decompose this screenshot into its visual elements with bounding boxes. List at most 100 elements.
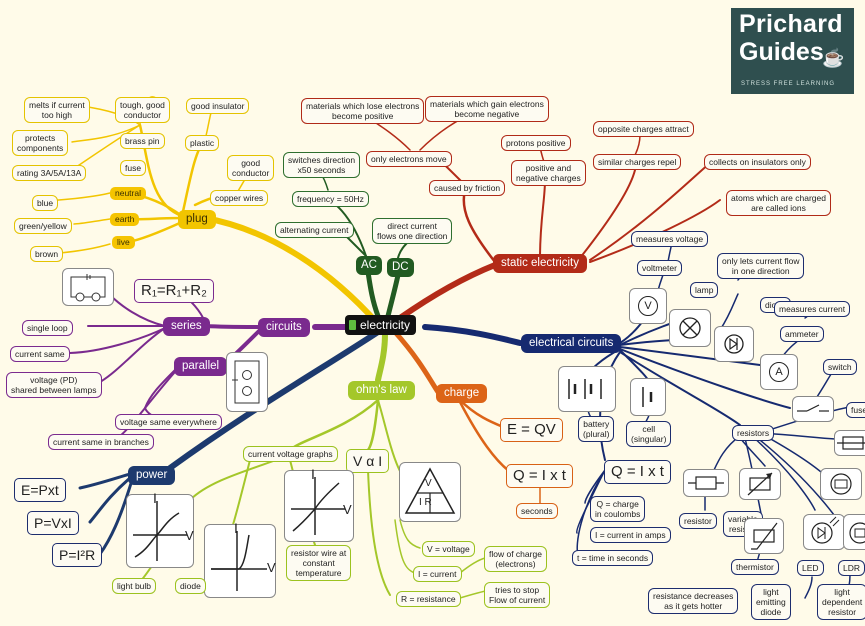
node-brown[interactable]: brown (30, 246, 64, 262)
node-r-resistance[interactable]: R = resistance (396, 591, 461, 607)
node-diode-graph[interactable]: diode (175, 578, 206, 594)
node-resistor-wire[interactable]: resistor wire at constant temperature (286, 545, 352, 581)
node-resistor[interactable]: resistor (679, 513, 717, 529)
node-protects-components[interactable]: protects components (12, 130, 69, 156)
node-ions[interactable]: atoms which are charged are called ions (726, 190, 831, 216)
node-variable-resistor[interactable]: variable resistor (723, 511, 763, 537)
node-ldr[interactable]: LDR (838, 560, 865, 576)
node-lose-electrons[interactable]: materials which lose electrons become po… (301, 98, 425, 124)
branch-static-electricity[interactable]: static electricity (493, 254, 587, 273)
node-gain-electrons[interactable]: materials which gain electrons become ne… (425, 96, 549, 122)
node-fuse-symbol-label[interactable]: fuse (846, 402, 865, 418)
branch-electrical-circuits[interactable]: electrical circuits (521, 334, 622, 353)
series-resistance-formula[interactable]: R₁=R₁+R₂ (134, 279, 214, 303)
tag-live[interactable]: live (112, 236, 135, 249)
node-thermistor[interactable]: thermistor (731, 559, 779, 575)
node-ammeter[interactable]: ammeter (780, 326, 824, 342)
formula-q-ixt-blue[interactable]: Q = I x t (604, 460, 671, 484)
node-only-lets-current[interactable]: only lets current flow in one direction (717, 253, 805, 279)
node-only-electrons-move[interactable]: only electrons move (366, 151, 452, 167)
node-battery[interactable]: battery (plural) (578, 416, 615, 442)
node-opposite-charges[interactable]: opposite charges attract (593, 121, 694, 137)
diode-symbol[interactable] (714, 326, 754, 362)
branch-parallel[interactable]: parallel (174, 357, 228, 376)
ammeter-symbol[interactable]: A (760, 354, 798, 390)
formula-q-ixt[interactable]: Q = I x t (506, 464, 573, 488)
node-positive-negative[interactable]: positive and negative charges (511, 160, 586, 186)
branch-plug[interactable]: plug (178, 210, 216, 229)
unlabelled-component-symbol[interactable] (820, 468, 862, 500)
cell-symbol[interactable] (630, 378, 666, 416)
node-good-conductor[interactable]: good conductor (227, 155, 275, 181)
node-light-bulb[interactable]: light bulb (112, 578, 157, 594)
switch-symbol[interactable] (792, 396, 834, 422)
prichard-guides-logo[interactable]: Prichard Guides ☕ STRESS FREE LEARNING (731, 8, 854, 94)
branch-dc[interactable]: DC (387, 258, 414, 277)
node-melts-if-current[interactable]: melts if current too high (24, 97, 90, 123)
node-tries-to-stop[interactable]: tries to stop Flow of current (484, 582, 551, 608)
node-brass-pin[interactable]: brass pin (120, 133, 165, 149)
node-switches-direction[interactable]: switches direction x50 seconds (283, 152, 361, 178)
node-voltage-pd[interactable]: voltage (PD) shared between lamps (6, 372, 102, 398)
node-switch[interactable]: switch (823, 359, 857, 375)
ldr-symbol[interactable] (843, 514, 865, 550)
node-similar-charges[interactable]: similar charges repel (593, 154, 682, 170)
node-resistors[interactable]: resistors (732, 425, 775, 441)
branch-charge[interactable]: charge (436, 384, 488, 403)
node-tough-good-conductor[interactable]: tough, good conductor (115, 97, 170, 123)
branch-ac[interactable]: AC (356, 256, 382, 275)
node-t-time[interactable]: t = time in seconds (572, 550, 654, 566)
node-led[interactable]: LED (797, 560, 824, 576)
node-flow-of-charge[interactable]: flow of charge (electrons) (484, 546, 547, 572)
node-seconds[interactable]: seconds (516, 503, 558, 519)
node-current-voltage-graphs[interactable]: current voltage graphs (243, 446, 338, 462)
variable-resistor-symbol[interactable] (739, 468, 781, 500)
node-direct-current[interactable]: direct current flows one direction (372, 218, 453, 244)
branch-ohms-law[interactable]: ohm's law (348, 381, 415, 400)
node-rating[interactable]: rating 3A/5A/13A (12, 165, 87, 181)
battery-symbol[interactable] (558, 366, 616, 412)
node-v-alpha-i[interactable]: V α I (346, 449, 390, 473)
center-node-electricity[interactable]: electricity (345, 315, 417, 335)
tag-earth[interactable]: earth (110, 213, 140, 226)
node-blue[interactable]: blue (32, 195, 59, 211)
node-voltmeter[interactable]: voltmeter (637, 260, 682, 276)
node-frequency[interactable]: frequency = 50Hz (292, 191, 369, 207)
formula-e-pxt[interactable]: E=Pxt (14, 478, 66, 502)
node-green-yellow[interactable]: green/yellow (14, 218, 72, 234)
node-protons-positive[interactable]: protons positive (501, 135, 571, 151)
formula-p-i2r[interactable]: P=I²R (52, 543, 103, 567)
node-current-same[interactable]: current same (10, 346, 70, 362)
formula-e-qv[interactable]: E = QV (500, 418, 563, 442)
lamp-symbol[interactable] (669, 309, 711, 347)
voltmeter-symbol[interactable]: V (629, 288, 667, 324)
node-lamp[interactable]: lamp (690, 282, 719, 298)
node-plastic[interactable]: plastic (185, 135, 220, 151)
node-caused-by-friction[interactable]: caused by friction (429, 180, 506, 196)
branch-power[interactable]: power (128, 466, 176, 485)
branch-circuits[interactable]: circuits (258, 318, 310, 337)
resistor-symbol[interactable] (683, 469, 729, 497)
node-cell[interactable]: cell (singular) (626, 421, 672, 447)
node-measures-current[interactable]: measures current (774, 301, 851, 317)
tag-neutral[interactable]: neutral (110, 187, 146, 200)
node-alternating-current[interactable]: alternating current (275, 222, 354, 238)
fuse-symbol[interactable] (834, 430, 865, 456)
node-light-emitting-diode[interactable]: light emitting diode (751, 584, 791, 620)
node-light-dependent-resistor[interactable]: light dependent resistor (817, 584, 865, 620)
node-fuse[interactable]: fuse (120, 160, 147, 176)
node-good-insulator[interactable]: good insulator (186, 98, 250, 114)
node-measures-voltage[interactable]: measures voltage (631, 231, 709, 247)
node-i-amps[interactable]: I = current in amps (590, 527, 671, 543)
node-resistance-decreases[interactable]: resistance decreases as it gets hotter (648, 588, 739, 614)
formula-p-vxi[interactable]: P=VxI (27, 511, 79, 535)
led-symbol[interactable] (803, 514, 845, 550)
node-i-current[interactable]: I = current (413, 566, 462, 582)
node-current-branches[interactable]: current same in branches (48, 434, 154, 450)
node-collects-insulators[interactable]: collects on insulators only (704, 154, 811, 170)
node-single-loop[interactable]: single loop (22, 320, 73, 336)
node-voltage-same[interactable]: voltage same everywhere (115, 414, 222, 430)
node-v-voltage[interactable]: V = voltage (422, 541, 475, 557)
thermistor-symbol[interactable] (744, 518, 784, 554)
node-q-charge[interactable]: Q = charge in coulombs (590, 496, 646, 522)
